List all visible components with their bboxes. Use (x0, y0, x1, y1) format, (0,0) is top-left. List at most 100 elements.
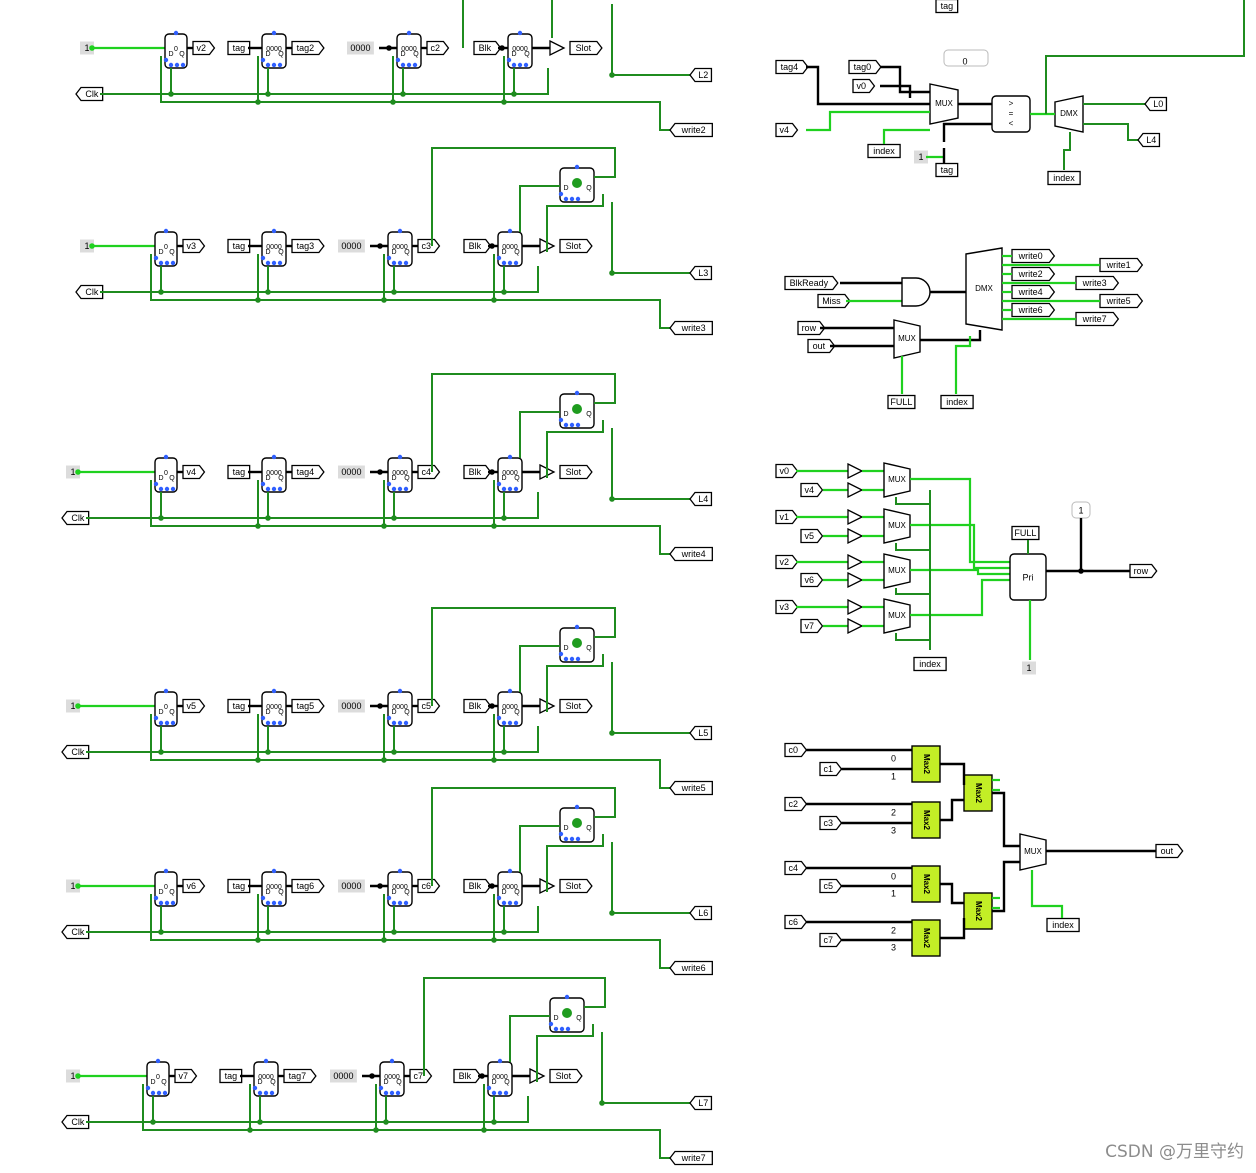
row2-counter-reg-port (406, 62, 412, 68)
mt-c4: c4 (788, 863, 798, 873)
wd-out-1: write2 (1018, 269, 1043, 279)
row3-tag-reg-text: 0000 (266, 244, 282, 251)
row5-counter-reg-port (397, 720, 403, 726)
pr-not-v7 (847, 617, 864, 635)
row4-valid-const-box (66, 465, 80, 479)
pr-v5: v5 (804, 531, 814, 541)
row5-data-reg-port-top (507, 688, 513, 694)
row3-data-reg-port-top (507, 228, 513, 234)
row4-tag-reg-port (265, 486, 271, 492)
row2-dot (386, 45, 392, 51)
row4-data-reg-port (507, 486, 513, 492)
mt-c6-pin (784, 914, 808, 930)
row6-counter-init-box (338, 879, 365, 893)
wd-index-box (940, 394, 974, 410)
pr-v3: v3 (779, 602, 789, 612)
mt-wire2 (940, 798, 964, 822)
row7-dot (383, 1119, 389, 1125)
row6-valid-reg-port (164, 900, 170, 906)
row7-tag-in: tag (225, 1071, 238, 1081)
row3-dot (377, 243, 383, 249)
pr-not-v2 (847, 553, 864, 571)
row2-dot (255, 99, 261, 105)
row7-valid-const-box (66, 1069, 80, 1083)
row4-line-wire (611, 428, 690, 500)
row5-dot (158, 749, 164, 755)
row4-counter-reg-port-left (386, 481, 392, 487)
row3-tag-out-pin (291, 238, 325, 254)
row6-valid-dot (75, 883, 81, 889)
row4-dot (501, 515, 507, 521)
row5-counter-reg-port (391, 720, 397, 726)
row2-tag-out-pin (291, 40, 325, 56)
mt-index-wire (1030, 870, 1064, 918)
row4-counter-reg-port (391, 486, 397, 492)
row7-dot (599, 1100, 605, 1106)
row6-valid-reg-port-left (153, 895, 159, 901)
pr-sel-2 (895, 588, 930, 595)
row7-data-reg-port (497, 1090, 503, 1096)
row5-valid-reg-port (170, 720, 176, 726)
row2-tag-out: tag2 (297, 43, 315, 53)
lk-tag4: tag4 (781, 62, 799, 72)
row6-valid-out-pin (182, 878, 206, 894)
row6-counter-reg-port (397, 900, 403, 906)
row6-status-reg-d: D (563, 825, 568, 832)
row4-data-reg-port-top (507, 454, 513, 460)
row3-data-reg-port-left (496, 255, 502, 261)
row4-counter-reg-text: 0000 (392, 470, 408, 477)
row7-counter-init: 0000 (333, 1071, 353, 1081)
row5-status-reg-q: Q (586, 645, 592, 652)
row5-tag-out-pin (291, 698, 325, 714)
row6-blk: Blk (469, 881, 482, 891)
row3-write: write3 (681, 323, 706, 333)
row6-tag-out: tag6 (297, 881, 315, 891)
row7-data-reg-port-top (497, 1058, 503, 1064)
row5-status-reg-port (575, 656, 581, 662)
row5-counter-init-box (338, 699, 365, 713)
row2-counter-reg-port (400, 62, 406, 68)
lk-mux-label: MUX (935, 99, 953, 108)
row2-slot: Slot (576, 43, 592, 53)
row3-status-reg-port-top (574, 164, 580, 170)
row3-valid-reg-q: Q (169, 249, 175, 256)
row5-data-reg-port-left (496, 715, 502, 721)
row2-data-reg-port (523, 62, 529, 68)
pr-muxout-0 (910, 477, 1010, 564)
row7-clk-wire (86, 1096, 529, 1123)
row3-valid-reg-port (170, 260, 176, 266)
row5-tag-reg-q: Q (278, 709, 284, 716)
row6-status-wire2 (519, 825, 560, 872)
row7-line: L7 (698, 1098, 708, 1108)
row5-slot: Slot (566, 701, 582, 711)
pr-v0: v0 (779, 466, 789, 476)
pr-v3-pin (775, 599, 799, 615)
row2-counter-reg-text: 0000 (401, 46, 417, 53)
row2-write-pin (669, 122, 713, 138)
row7-slot-pin (549, 1068, 583, 1084)
pr-row-pin (1129, 563, 1158, 579)
row3-tag-in: tag (233, 241, 246, 251)
pr-index-box (913, 656, 947, 672)
pr-v2: v2 (779, 557, 789, 567)
row2-data-reg-port (517, 62, 523, 68)
row3-data-reg-d: D (501, 249, 506, 256)
row6-counter-reg-text: 0000 (392, 884, 408, 891)
wd-mux-label: MUX (898, 334, 916, 343)
lk-wire4 (806, 110, 930, 132)
lk-index-wire (882, 128, 930, 144)
row3-valid-reg-port (164, 260, 170, 266)
row5-clk: Clk (71, 747, 84, 757)
row6-status-led (572, 818, 582, 828)
mt-c7: c7 (823, 935, 833, 945)
row3-dot (391, 289, 397, 295)
row4-dot (255, 523, 261, 529)
row6-counter-reg-d: D (391, 889, 396, 896)
row4-dot (381, 523, 387, 529)
pr-v4: v4 (804, 485, 814, 495)
row4-dot (609, 496, 615, 502)
row6-status-wire (431, 787, 616, 886)
row5-tag-reg-port (277, 720, 283, 726)
row6-tag-reg-port (277, 900, 283, 906)
